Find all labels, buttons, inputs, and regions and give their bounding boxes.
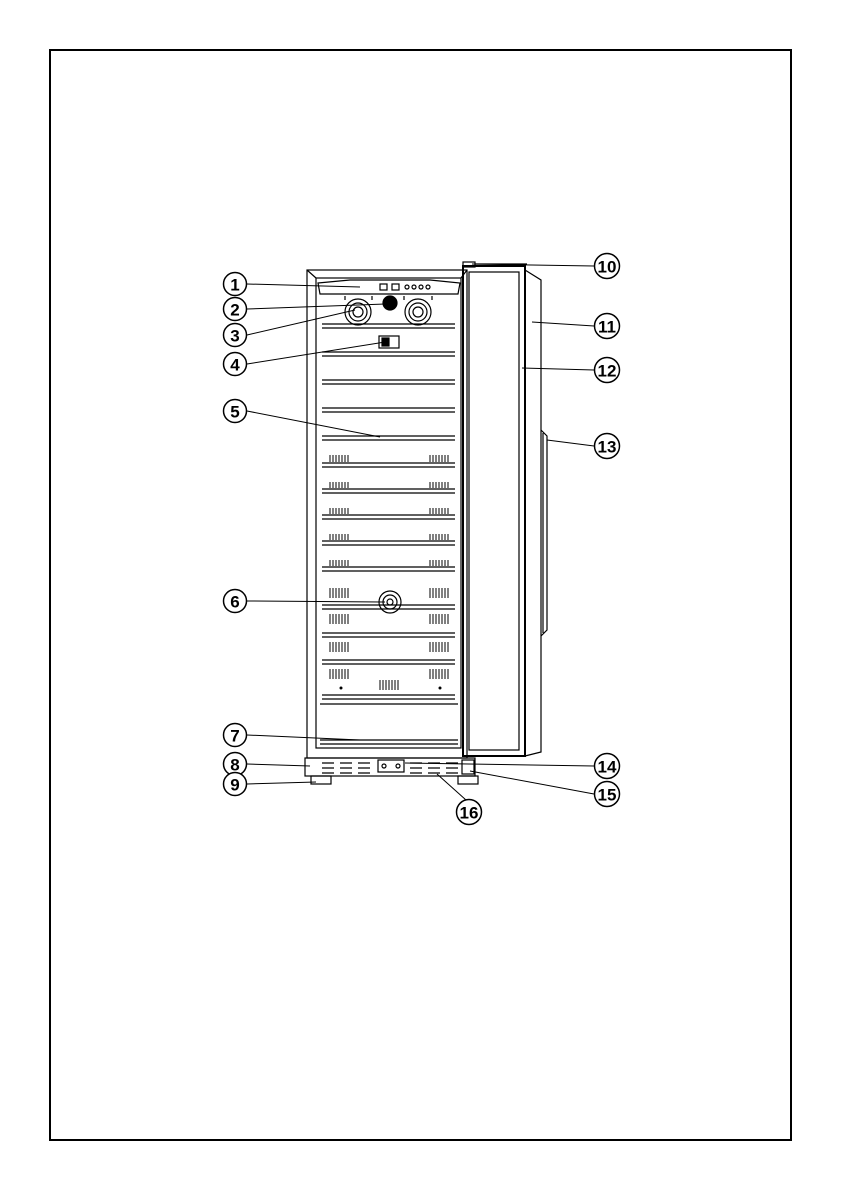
callout-11: 11 (595, 314, 620, 339)
control-panel (318, 280, 460, 294)
callout-2-number: 2 (230, 301, 239, 320)
glass-door (463, 262, 541, 756)
callout-6: 6 (224, 590, 247, 613)
callout-1: 1 (224, 273, 247, 296)
base-grille (305, 758, 478, 784)
leader-lines (247, 264, 594, 800)
callout-13-number: 13 (598, 438, 617, 457)
callout-4-number: 4 (230, 356, 240, 375)
callout-5: 5 (224, 400, 247, 423)
callout-8-number: 8 (230, 756, 239, 775)
callout-11-number: 11 (598, 318, 616, 337)
callout-15-number: 15 (598, 786, 617, 805)
callout-12: 12 (595, 358, 620, 383)
callout-7-number: 7 (230, 727, 239, 746)
callout-5-number: 5 (230, 403, 239, 422)
callout-6-number: 6 (230, 593, 239, 612)
callout-16: 16 (457, 800, 482, 825)
callout-9-number: 9 (230, 776, 239, 795)
callout-16-number: 16 (460, 804, 479, 823)
callout-10-number: 10 (598, 258, 617, 277)
rear-vents (330, 455, 448, 690)
callout-15: 15 (595, 782, 620, 807)
callout-7: 7 (224, 724, 247, 747)
callout-13: 13 (595, 434, 620, 459)
callout-12-number: 12 (598, 362, 617, 381)
callout-4: 4 (224, 353, 247, 376)
door-handle (541, 430, 547, 636)
callout-2: 2 (224, 298, 247, 321)
callout-1-number: 1 (230, 276, 239, 295)
callout-14: 14 (595, 754, 620, 779)
top-fans (345, 296, 432, 325)
callout-3-number: 3 (230, 327, 239, 346)
callouts: 1 2 3 4 5 6 7 8 9 10 11 12 13 14 15 16 (224, 254, 620, 825)
callout-9: 9 (224, 773, 247, 796)
callout-14-number: 14 (598, 758, 617, 777)
callout-3: 3 (224, 324, 247, 347)
callout-10: 10 (595, 254, 620, 279)
